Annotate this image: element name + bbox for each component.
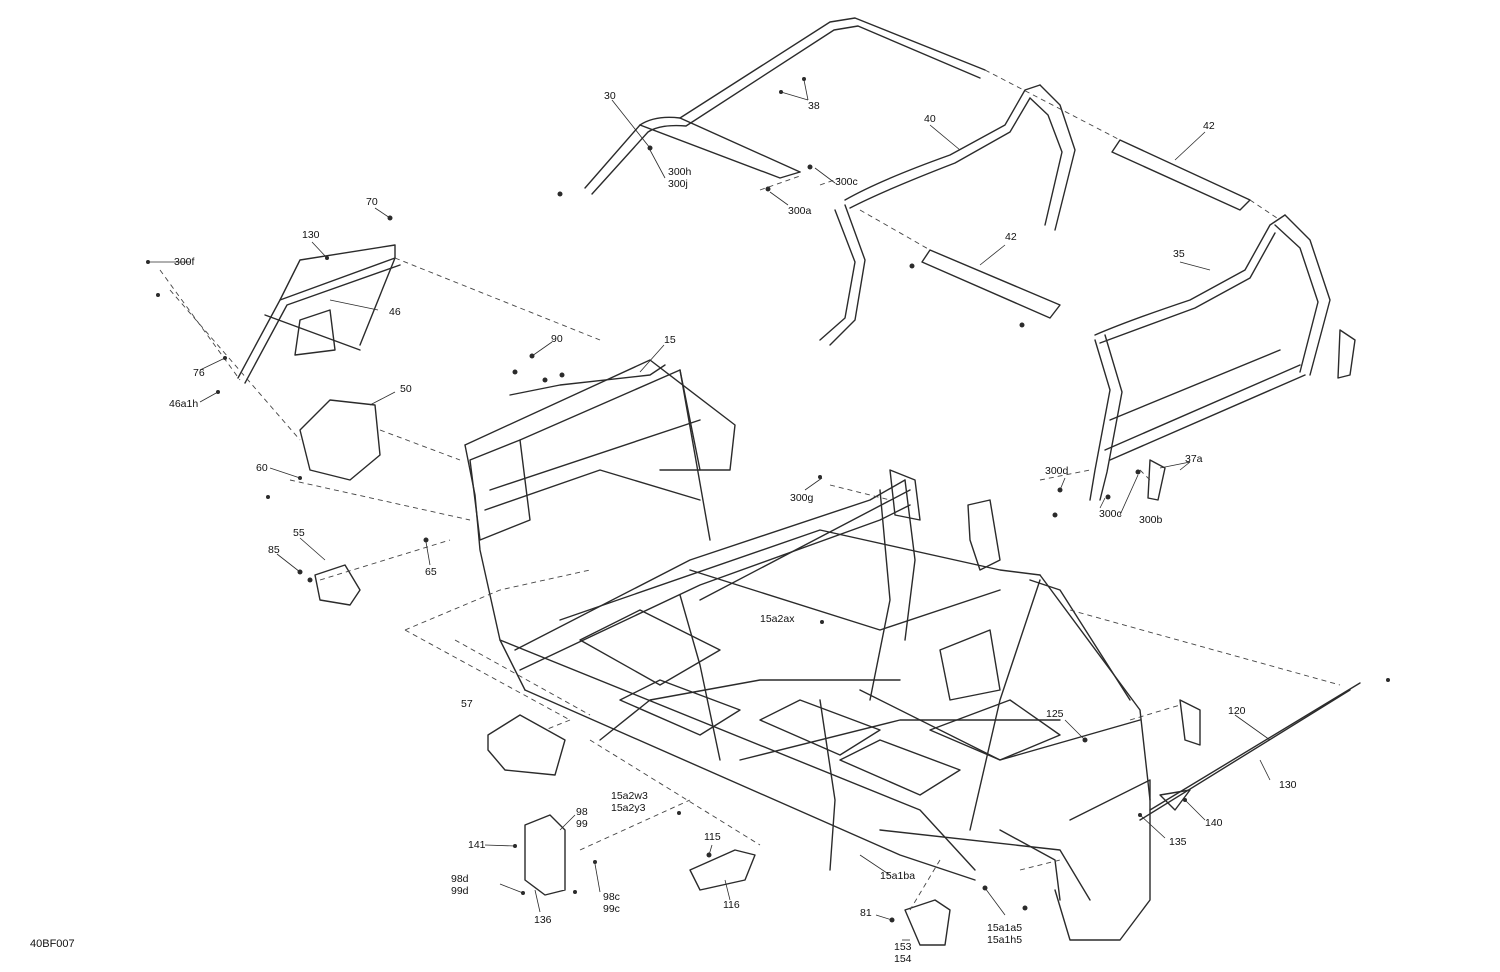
callout-30[interactable]: 30 <box>604 90 616 102</box>
callout-136[interactable]: 136 <box>534 914 552 926</box>
callout-130-bottom[interactable]: 130 <box>1279 779 1297 791</box>
main-chassis-frame <box>464 359 1151 941</box>
guide-lines <box>159 69 1341 911</box>
callout-116[interactable]: 116 <box>723 899 740 911</box>
callout-130-top[interactable]: 130 <box>302 229 320 241</box>
callout-90[interactable]: 90 <box>551 333 563 345</box>
callout-85[interactable]: 85 <box>268 544 280 556</box>
callout-300c-bottom[interactable]: 300c <box>1099 508 1122 520</box>
callout-76[interactable]: 76 <box>193 367 205 379</box>
bracket-153 <box>904 899 951 946</box>
callout-300a[interactable]: 300a <box>788 205 812 217</box>
roll-cage-upper <box>584 17 1356 501</box>
callout-35[interactable]: 35 <box>1173 248 1185 260</box>
bracket-116 <box>689 849 756 891</box>
callout-46[interactable]: 46 <box>389 306 401 318</box>
rod-120 <box>1139 689 1351 821</box>
callout-50[interactable]: 50 <box>400 383 412 395</box>
callout-300b[interactable]: 300b <box>1139 514 1163 526</box>
callout-300d[interactable]: 300d <box>1045 465 1069 477</box>
callout-15a2ax[interactable]: 15a2ax <box>760 613 795 625</box>
bracket-55 <box>314 564 361 606</box>
rear-bracket <box>1179 699 1201 746</box>
callout-38[interactable]: 38 <box>808 100 820 112</box>
callout-57[interactable]: 57 <box>461 698 473 710</box>
callout-60[interactable]: 60 <box>256 462 268 474</box>
callout-120[interactable]: 120 <box>1228 705 1246 717</box>
bracket-50 <box>299 399 381 481</box>
fasteners <box>146 77 1390 923</box>
diagram-id: 40BF007 <box>30 938 75 950</box>
callout-300c-top[interactable]: 300c <box>835 176 858 188</box>
callout-42-rear[interactable]: 42 <box>1203 120 1215 132</box>
callout-81[interactable]: 81 <box>860 907 872 919</box>
mount-57 <box>487 714 566 776</box>
callout-15[interactable]: 15 <box>664 334 676 346</box>
callout-65[interactable]: 65 <box>425 566 437 578</box>
leader-lines <box>150 79 1271 941</box>
bracket-141 <box>524 814 566 896</box>
callout-70[interactable]: 70 <box>366 196 378 208</box>
callout-300f[interactable]: 300f <box>174 256 195 268</box>
side-bracket <box>967 499 1001 571</box>
callout-46a1h[interactable]: 46a1h <box>169 398 199 410</box>
callout-37a[interactable]: 37a <box>1185 453 1203 465</box>
front-panel-assembly <box>237 244 401 384</box>
callout-140[interactable]: 140 <box>1205 817 1223 829</box>
callout-15a1ba[interactable]: 15a1ba <box>880 870 916 882</box>
callout-141[interactable]: 141 <box>468 839 486 851</box>
callout-115[interactable]: 115 <box>704 831 721 843</box>
callout-135[interactable]: 135 <box>1169 836 1187 848</box>
callout-40[interactable]: 40 <box>924 113 936 125</box>
callout-42-mid[interactable]: 42 <box>1005 231 1017 243</box>
callout-300g[interactable]: 300g <box>790 492 814 504</box>
callout-125[interactable]: 125 <box>1046 708 1064 720</box>
callout-55[interactable]: 55 <box>293 527 305 539</box>
